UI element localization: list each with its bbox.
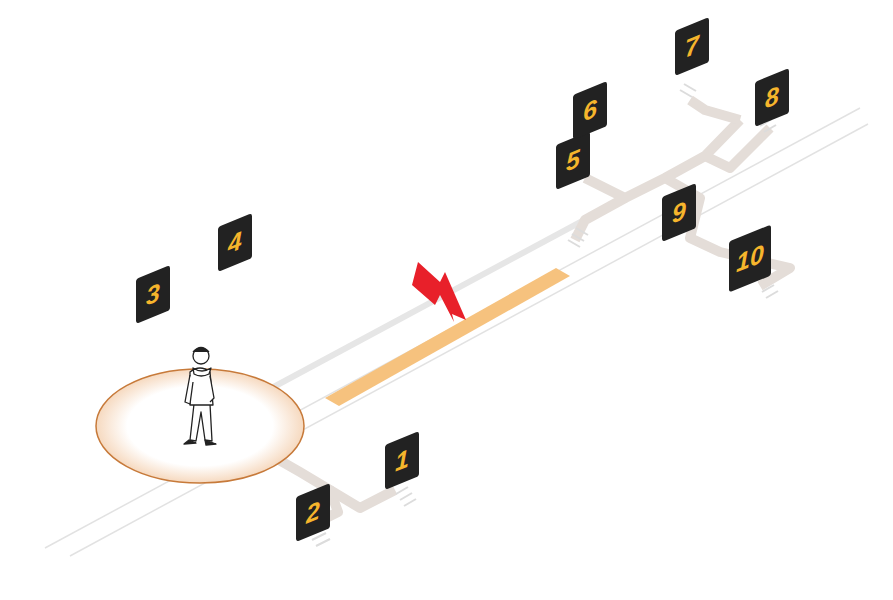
callout-number: 3 — [146, 279, 160, 310]
person-figure — [184, 348, 216, 446]
callout-number: 10 — [736, 240, 764, 276]
callout-number: 8 — [765, 82, 779, 113]
callout-number: 9 — [672, 197, 686, 228]
exit-number: 6 — [573, 81, 607, 140]
callout-number: 2 — [306, 497, 320, 528]
callout-number: 4 — [228, 227, 242, 258]
callout-number: 7 — [685, 31, 699, 62]
exit-number: 7 — [675, 17, 709, 76]
callout-number: 1 — [395, 445, 409, 476]
callout-number: 5 — [566, 145, 580, 176]
rail — [45, 108, 860, 548]
platform-edge — [240, 190, 640, 405]
location-halo — [96, 369, 304, 483]
exit-number: 3 — [136, 265, 170, 324]
callout-number: 6 — [583, 95, 597, 126]
exit-number: 4 — [218, 213, 252, 272]
rail — [70, 124, 868, 556]
exit-number: 1 — [385, 431, 419, 490]
exit-number: 8 — [755, 68, 789, 127]
walkway — [575, 100, 790, 286]
lightning-symbol — [412, 262, 466, 322]
